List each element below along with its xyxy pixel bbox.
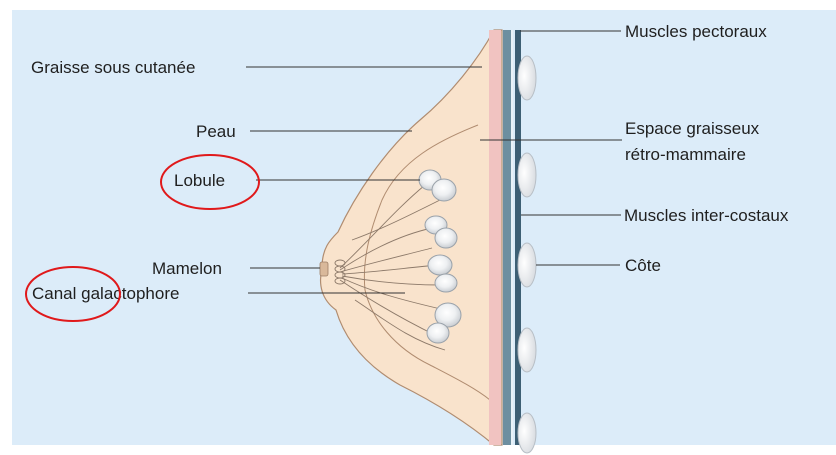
label-graisse-sous-cutanee: Graisse sous cutanée	[31, 58, 195, 77]
label-peau: Peau	[196, 122, 236, 141]
lobule	[428, 255, 452, 275]
lobule	[427, 323, 449, 343]
pectoral-muscle-band	[503, 30, 512, 445]
rib	[518, 328, 536, 372]
rib	[518, 413, 536, 453]
label-mamelon: Mamelon	[152, 259, 222, 278]
label-muscles-pectoraux: Muscles pectoraux	[625, 22, 767, 41]
rib	[518, 153, 536, 197]
lobule	[432, 179, 456, 201]
skin-band	[489, 30, 501, 445]
label-lobule: Lobule	[174, 171, 225, 190]
label-muscles-inter-costaux: Muscles inter-costaux	[624, 206, 789, 225]
lobule	[435, 274, 457, 292]
rib	[518, 243, 536, 287]
label-canal-galactophore: Canal galactophore	[32, 284, 179, 303]
label-espace-graisseux: Espace graisseux	[625, 119, 760, 138]
label-retro-mammaire: rétro-mammaire	[625, 145, 746, 164]
lobule	[435, 228, 457, 248]
label-cote: Côte	[625, 256, 661, 275]
rib	[518, 56, 536, 100]
